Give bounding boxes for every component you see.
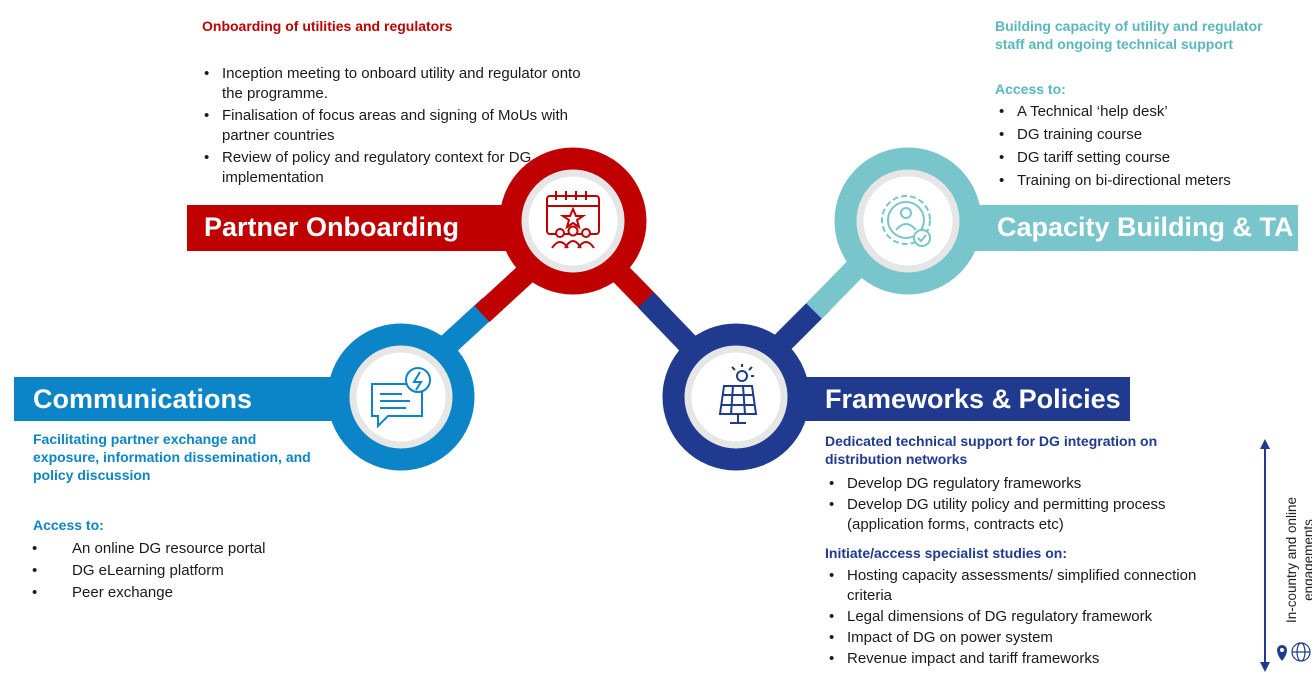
list-item: Peer exchange bbox=[28, 583, 328, 603]
capacity-node bbox=[834, 147, 982, 295]
list-item: DG tariff setting course bbox=[995, 148, 1295, 168]
frameworks-title: Frameworks & Policies bbox=[825, 384, 1121, 414]
list-item: Review of policy and regulatory context … bbox=[200, 148, 590, 188]
list-item: A Technical ‘help desk’ bbox=[995, 102, 1295, 122]
list-item: Impact of DG on power system bbox=[825, 628, 1245, 648]
communications-access-label: Access to: bbox=[33, 517, 104, 533]
list-item: Develop DG utility policy and permitting… bbox=[825, 495, 1235, 535]
capacity-list: A Technical ‘help desk’ DG training cour… bbox=[995, 102, 1295, 191]
frameworks-list: Develop DG regulatory frameworks Develop… bbox=[825, 474, 1235, 535]
capacity-access-label: Access to: bbox=[995, 81, 1066, 97]
list-item: Training on bi-directional meters bbox=[995, 171, 1295, 191]
list-item: DG eLearning platform bbox=[28, 561, 328, 581]
list-item: Inception meeting to onboard utility and… bbox=[200, 64, 590, 104]
engagement-label: In-country and online engagements bbox=[1284, 496, 1312, 624]
onboarding-list: Inception meeting to onboard utility and… bbox=[200, 64, 590, 188]
communications-banner bbox=[14, 377, 374, 421]
chat-lightning-icon bbox=[371, 367, 431, 429]
location-pin-icon bbox=[1276, 644, 1288, 661]
partner-onboarding-title: Partner Onboarding bbox=[204, 212, 460, 242]
list-item: Hosting capacity assessments/ simplified… bbox=[825, 566, 1245, 606]
list-item: DG training course bbox=[995, 125, 1295, 145]
list-item: Legal dimensions of DG regulatory framew… bbox=[825, 607, 1245, 627]
calendar-people-icon bbox=[546, 191, 600, 249]
gear-person-check-icon bbox=[881, 195, 931, 247]
globe-icon bbox=[1291, 642, 1311, 662]
frameworks-node bbox=[662, 323, 810, 471]
communications-heading: Facilitating partner exchange and exposu… bbox=[33, 431, 311, 483]
list-item: Finalisation of focus areas and signing … bbox=[200, 106, 590, 146]
engagement-arrow bbox=[1260, 439, 1270, 672]
connector-frameworks-capacity-teal bbox=[806, 258, 866, 319]
list-item: Develop DG regulatory frameworks bbox=[825, 474, 1235, 494]
frameworks-studies-list: Hosting capacity assessments/ simplified… bbox=[825, 566, 1245, 669]
communications-title: Communications bbox=[33, 384, 253, 414]
connectors bbox=[432, 257, 866, 361]
frameworks-heading: Dedicated technical support for DG integ… bbox=[825, 433, 1158, 467]
list-item: Revenue impact and tariff frameworks bbox=[825, 649, 1245, 669]
capacity-title: Capacity Building & TA bbox=[997, 212, 1294, 242]
onboarding-heading: Onboarding of utilities and regulators bbox=[202, 18, 453, 34]
solar-panel-icon bbox=[718, 364, 758, 424]
list-item: An online DG resource portal bbox=[28, 539, 328, 559]
connector-comms-onboarding-red bbox=[474, 259, 540, 323]
capacity-heading: Building capacity of utility and regulat… bbox=[995, 18, 1263, 52]
communications-list: An online DG resource portal DG eLearnin… bbox=[28, 539, 328, 603]
connector-onboarding-frameworks-navy bbox=[638, 292, 702, 358]
communications-node bbox=[327, 323, 475, 471]
frameworks-studies-heading: Initiate/access specialist studies on: bbox=[825, 545, 1067, 561]
